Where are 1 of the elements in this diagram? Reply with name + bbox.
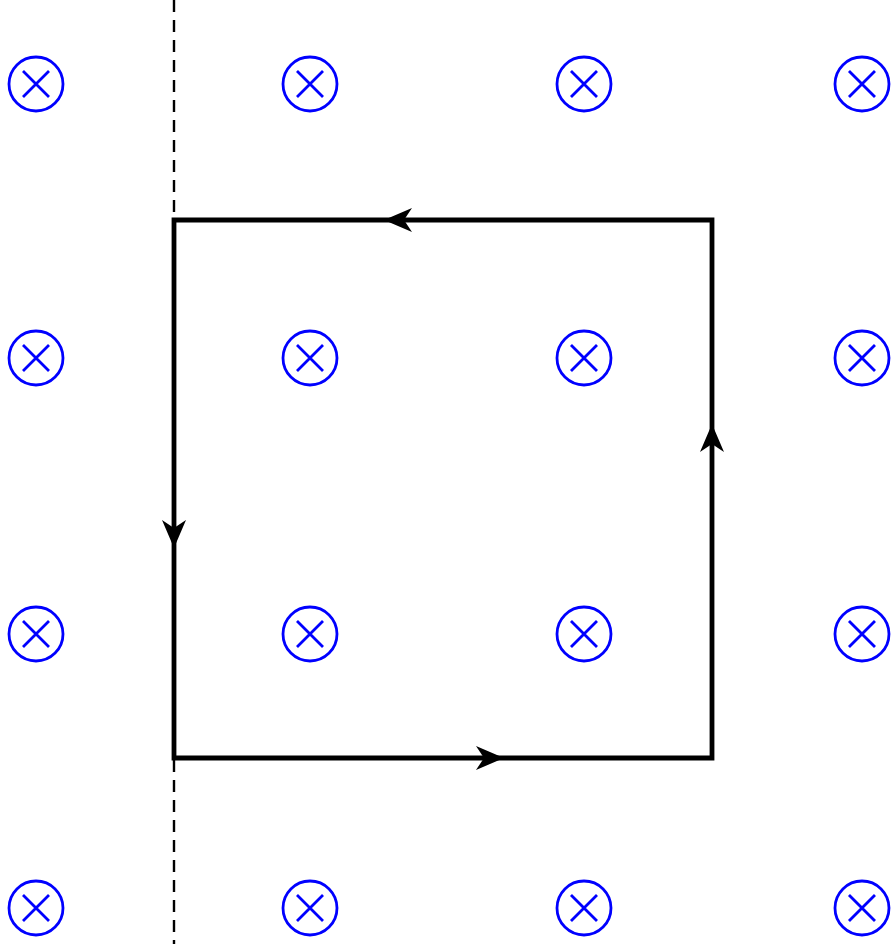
wire-loop [171, 217, 715, 761]
